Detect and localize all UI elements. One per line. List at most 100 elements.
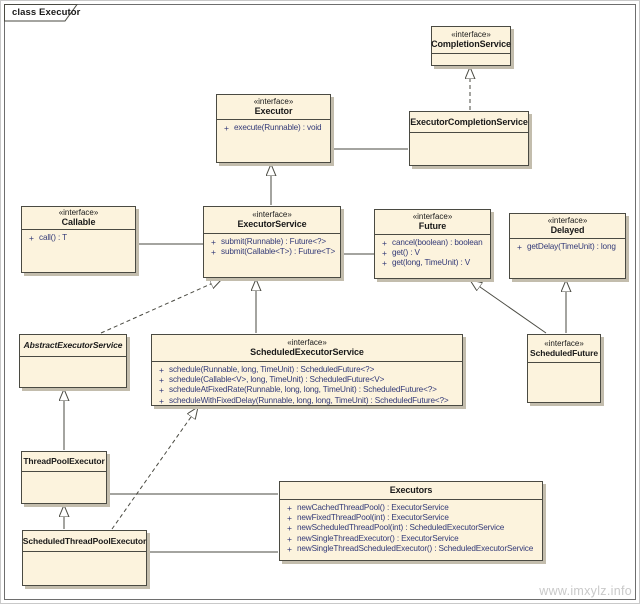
visibility-plus: +: [159, 365, 164, 375]
visibility-plus: +: [517, 242, 522, 252]
class-body: [528, 363, 600, 366]
class-box-executor-completion-service: ExecutorCompletionService: [409, 111, 529, 166]
method-row: + newSingleThreadExecutor() : ExecutorSer…: [280, 534, 542, 544]
class-box-completion-service: «interface» CompletionService: [431, 26, 511, 66]
method-signature: newSingleThreadExecutor() : ExecutorServ…: [297, 533, 459, 543]
method-row: + scheduleWithFixedDelay(Runnable, long, …: [152, 396, 462, 406]
class-header: Executors: [280, 482, 542, 500]
stereotype-label: «interface»: [451, 30, 491, 39]
class-header: AbstractExecutorService: [20, 335, 126, 357]
class-box-thread-pool-executor: ThreadPoolExecutor: [21, 451, 107, 504]
visibility-plus: +: [382, 248, 387, 259]
frame-title: class Executor: [12, 7, 81, 18]
class-box-executor-service: «interface» ExecutorService + submit(Runn…: [203, 206, 341, 278]
class-header: «interface» Future: [375, 210, 490, 235]
visibility-plus: +: [211, 237, 216, 247]
class-body: + getDelay(TimeUnit) : long: [510, 239, 625, 252]
method-row: + get() : V: [375, 248, 490, 258]
class-name: ThreadPoolExecutor: [23, 456, 105, 466]
visibility-plus: +: [287, 533, 292, 544]
class-header: «interface» Executor: [217, 95, 330, 120]
class-name: Delayed: [550, 225, 585, 235]
stereotype-label: «interface»: [253, 97, 294, 106]
method-row: + submit(Runnable) : Future<?>: [204, 237, 340, 247]
watermark: www.imxylz.info: [539, 584, 632, 598]
visibility-plus: +: [287, 503, 292, 513]
stereotype-label: «interface»: [58, 208, 99, 217]
class-box-executor: «interface» Executor +execute(Runnable) …: [216, 94, 331, 163]
class-box-future: «interface» Future + cancel(boolean) : bo…: [374, 209, 491, 279]
visibility-plus: +: [29, 233, 34, 243]
class-box-callable: «interface» Callable + call() : T: [21, 206, 136, 273]
class-box-scheduled-future: «interface» ScheduledFuture: [527, 334, 601, 403]
class-box-abstract-executor-service: AbstractExecutorService: [19, 334, 127, 388]
class-body: [22, 472, 106, 475]
class-name: AbstractExecutorService: [23, 340, 123, 350]
class-header: ScheduledThreadPoolExecutor: [23, 531, 146, 552]
class-name: Callable: [61, 217, 96, 227]
stereotype-label: «interface»: [544, 338, 584, 348]
visibility-plus: +: [382, 258, 387, 269]
class-header: «interface» Delayed: [510, 214, 625, 239]
class-header: ThreadPoolExecutor: [22, 452, 106, 472]
method-signature: getDelay(TimeUnit) : long: [527, 242, 616, 251]
visibility-plus: +: [224, 123, 229, 133]
method-signature: schedule(Runnable, long, TimeUnit) : Sch…: [169, 365, 375, 374]
class-box-scheduled-executor-service: «interface» ScheduledExecutorService +sc…: [151, 334, 463, 406]
class-body: + newCachedThreadPool() : ExecutorService…: [280, 500, 542, 554]
method-signature: scheduleWithFixedDelay(Runnable, long, l…: [169, 395, 449, 405]
class-body: [432, 54, 510, 57]
class-name: CompletionService: [431, 39, 511, 49]
method-row: + submit(Callable<T>) : Future<T>: [204, 247, 340, 257]
visibility-plus: +: [287, 523, 292, 534]
method-row: +scheduleAtFixedRate(Runnable, long, lon…: [152, 385, 462, 395]
class-body: + submit(Runnable) : Future<?> + submit(Ca…: [204, 234, 340, 257]
visibility-plus: +: [382, 238, 387, 248]
method-signature: scheduleAtFixedRate(Runnable, long, long…: [169, 385, 437, 395]
diagram-frame: [4, 4, 636, 600]
class-body: + call() : T: [22, 230, 135, 243]
visibility-plus: +: [287, 513, 292, 524]
class-name: Future: [418, 221, 447, 231]
method-signature: newCachedThreadPool() : ExecutorService: [297, 503, 449, 512]
stereotype-label: «interface»: [252, 210, 292, 219]
class-header: «interface» ScheduledFuture: [528, 335, 600, 363]
class-body: + cancel(boolean) : boolean + get() : V + g…: [375, 235, 490, 269]
method-row: + get(long, TimeUnit) : V: [375, 258, 490, 268]
method-row: + schedule(Runnable, long, TimeUnit) : Sc…: [152, 365, 462, 375]
class-name: ScheduledThreadPoolExecutor: [22, 535, 147, 546]
method-row: + getDelay(TimeUnit) : long: [510, 242, 625, 252]
class-name: ExecutorService: [237, 219, 307, 229]
class-body: + schedule(Runnable, long, TimeUnit) : Sc…: [152, 362, 462, 406]
method-signature: submit(Runnable) : Future<?>: [221, 237, 327, 246]
method-row: + call() : T: [22, 233, 135, 243]
visibility-plus: +: [211, 247, 216, 258]
method-signature: cancel(boolean) : boolean: [392, 238, 483, 247]
method-row: + newSingleThreadScheduledExecutor() : Sc…: [280, 544, 542, 554]
method-signature: get() : V: [392, 248, 420, 258]
class-body: [20, 357, 126, 360]
class-header: ExecutorCompletionService: [410, 112, 528, 133]
method-signature: newFixedThreadPool(int) : ExecutorServic…: [297, 513, 449, 523]
visibility-plus: +: [159, 395, 164, 406]
method-row: + newCachedThreadPool() : ExecutorService: [280, 503, 542, 513]
method-signature: get(long, TimeUnit) : V: [392, 258, 471, 268]
class-name: ScheduledExecutorService: [250, 347, 364, 357]
stereotype-label: «interface»: [287, 338, 327, 347]
class-box-scheduled-thread-pool-executor: ScheduledThreadPoolExecutor: [22, 530, 147, 586]
method-signature: newSingleThreadScheduledExecutor() : Sch…: [297, 543, 534, 553]
visibility-plus: +: [287, 543, 292, 554]
class-name: ExecutorCompletionService: [410, 116, 528, 127]
stereotype-label: «interface»: [412, 212, 453, 221]
class-header: «interface» ScheduledExecutorService: [152, 335, 462, 362]
method-signature: submit(Callable<T>) : Future<T>: [221, 247, 336, 257]
method-signature: call() : T: [39, 233, 67, 242]
class-box-delayed: «interface» Delayed + getDelay(TimeUnit) …: [509, 213, 626, 279]
class-name: ScheduledFuture: [530, 347, 598, 358]
method-row: + cancel(boolean) : boolean: [375, 238, 490, 248]
method-row: +schedule(Callable<V>, long, TimeUnit) :…: [152, 375, 462, 385]
visibility-plus: +: [159, 375, 164, 386]
method-row: + newFixedThreadPool(int) : ExecutorServi…: [280, 513, 542, 523]
class-box-executors: Executors + newCachedThreadPool() : Execu…: [279, 481, 543, 561]
